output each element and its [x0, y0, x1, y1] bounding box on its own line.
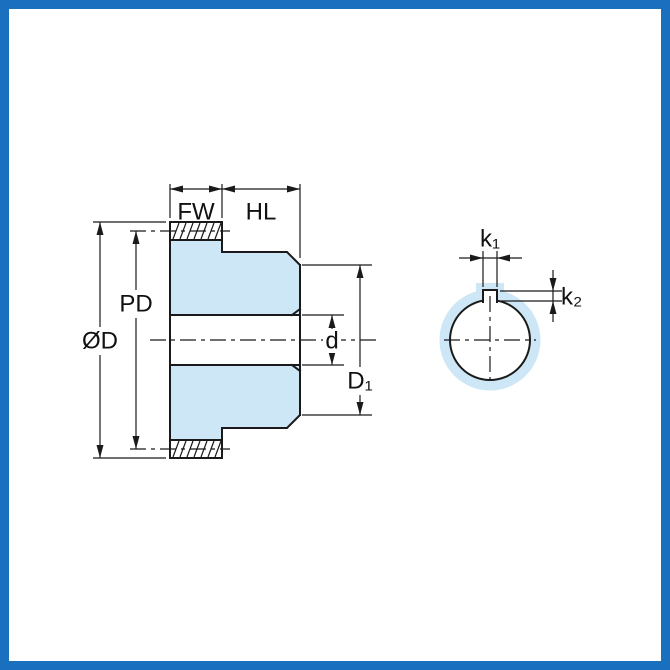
keyway-outline — [482, 289, 498, 303]
gear-end-view — [439, 283, 541, 391]
end-view-centerlines — [444, 296, 536, 386]
pitch-diameter-label: PD — [119, 291, 152, 318]
hub-diameter-dimension: D₁ — [302, 264, 377, 416]
hub-diameter-label: D₁ — [347, 368, 372, 395]
bore-diameter-label: d — [325, 328, 338, 355]
gear-body-lower — [170, 365, 300, 440]
keyway-depth-dimension: k₂ — [500, 270, 582, 322]
gear-body-upper — [170, 240, 300, 315]
keyway-width-label: k₁ — [480, 226, 500, 253]
gear-section-view — [130, 221, 380, 459]
bore-diameter-dimension: d — [302, 314, 344, 366]
keyway-depth-label: k₂ — [561, 284, 582, 311]
keyway-width-dimension: k₁ — [459, 226, 522, 287]
face-width-hub-length-dimension: FW HL — [169, 184, 301, 258]
outside-diameter-label: ØD — [82, 328, 118, 355]
outside-diameter-dimension: ØD — [76, 221, 166, 459]
pitch-diameter-dimension: PD — [116, 231, 156, 449]
hub-length-label: HL — [246, 199, 277, 226]
face-width-label: FW — [177, 199, 215, 226]
pitch-lines — [130, 230, 230, 450]
